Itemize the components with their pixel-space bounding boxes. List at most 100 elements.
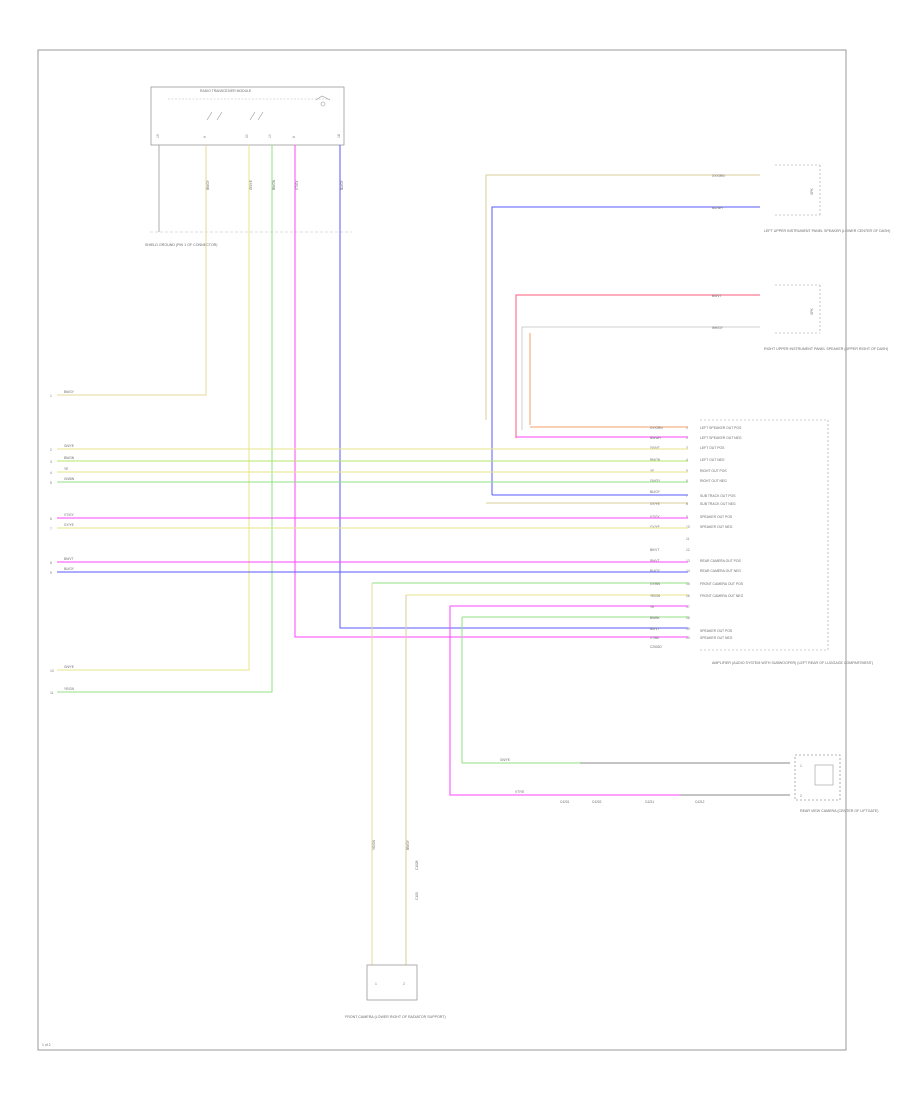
svg-text:19: 19 [686,627,690,631]
svg-text:GN/YE: GN/YE [249,180,253,190]
amp-pin-row: 11 [686,537,690,541]
svg-text:BN/GY: BN/GY [64,390,75,394]
svg-text:BN/GY: BN/GY [406,839,410,850]
radio-ground-label: SHIELD GROUND (PIN 1 OF CONNECTOR) [145,243,217,247]
svg-text:BN/VT: BN/VT [712,294,721,298]
svg-text:REAR CAMERA OUT POS: REAR CAMERA OUT POS [700,559,742,563]
svg-text:1: 1 [50,394,52,398]
amp-pin-row: YE 17 [450,605,690,609]
svg-text:4: 4 [686,458,688,462]
svg-text:12: 12 [686,548,690,552]
svg-text:14: 14 [686,569,690,573]
svg-text:BK/VT: BK/VT [650,548,659,552]
page-label: 1 of 2 [42,1043,51,1047]
left-bus [57,448,688,573]
svg-text:BN/GN: BN/GN [64,456,75,460]
svg-text:RIGHT OUT NEG: RIGHT OUT NEG [700,479,727,483]
left-upper-speaker: GY/ORN BU/WH SPK LEFT UPPER INSTRUMENT P… [485,164,890,495]
svg-text:3: 3 [50,460,52,464]
svg-text:7: 7 [50,527,52,531]
radio-wire-labels: BN/GY GN/YE BN/GN VT/GY BU/GY [206,179,344,190]
svg-text:YE: YE [650,469,654,473]
svg-text:BN/BK: BN/BK [650,616,660,620]
svg-text:BU/GY: BU/GY [64,567,75,571]
svg-text:7: 7 [686,494,688,498]
svg-text:18: 18 [337,134,341,138]
right-upper-speaker-label: RIGHT UPPER INSTRUMENT PANEL SPEAKER (UP… [764,347,888,351]
svg-text:8: 8 [292,136,296,138]
svg-text:8: 8 [50,561,52,565]
svg-text:VT/GY: VT/GY [64,513,74,517]
svg-text:GN/GY: GN/GY [650,479,661,483]
svg-text:SPK: SPK [810,187,814,195]
svg-text:C4212: C4212 [695,800,705,804]
svg-text:GN/YE: GN/YE [500,758,510,762]
svg-text:BN/VT: BN/VT [650,559,659,563]
svg-text:5: 5 [50,481,52,485]
rear-camera: 1 2 REAR VIEW CAMERA (CENTER OF LIFTGATE… [794,754,878,813]
svg-text:YE: YE [650,605,654,609]
svg-text:SUB TRACK OUT NEG: SUB TRACK OUT NEG [700,502,736,506]
svg-text:C100: C100 [415,892,419,900]
svg-text:2: 2 [686,436,688,440]
front-camera-label: FRONT CAMERA (LOWER RIGHT OF RADIATOR SU… [345,1015,446,1019]
svg-text:LEFT OUT NEG: LEFT OUT NEG [700,458,725,462]
svg-text:LEFT SPEAKER OUT NEG: LEFT SPEAKER OUT NEG [700,436,742,440]
svg-text:9: 9 [686,515,688,519]
svg-text:VT/GY: VT/GY [295,180,299,190]
svg-text:1: 1 [800,764,802,768]
svg-text:6: 6 [50,517,52,521]
rear-camera-wire-labels: GN/YE VT/YE C4201 C4202 C4211 C4212 [500,758,705,804]
svg-text:WH/GY: WH/GY [712,326,724,330]
amplifier: AMPLIFIER (AUDIO SYSTEM WITH SUBWOOFER) … [650,419,873,665]
svg-text:BN/GN: BN/GN [650,458,661,462]
svg-text:C4211: C4211 [645,800,654,804]
svg-text:BN/GY: BN/GY [206,179,210,190]
radio-transceiver: RADIO TRANSCEIVER MODULE 15 9 20 10 8 18 [150,86,345,146]
svg-text:20: 20 [686,636,690,640]
svg-text:FRONT CAMERA OUT POS: FRONT CAMERA OUT POS [700,582,744,586]
svg-text:C4201: C4201 [560,800,570,804]
left-upper-speaker-label: LEFT UPPER INSTRUMENT PANEL SPEAKER (LOW… [764,229,890,233]
radio-ground: SHIELD GROUND (PIN 1 OF CONNECTOR) [145,145,217,247]
svg-text:10: 10 [50,669,54,673]
amplifier-connector: C2502D [650,645,662,649]
svg-text:8: 8 [686,502,688,506]
amplifier-label: AMPLIFIER (AUDIO SYSTEM WITH SUBWOOFER) … [712,661,873,665]
svg-text:2: 2 [50,448,52,452]
svg-text:GY/BN: GY/BN [650,582,661,586]
svg-text:20: 20 [245,134,249,138]
svg-text:GY/YE: GY/YE [64,523,74,527]
svg-text:YE/GN: YE/GN [372,839,376,850]
front-camera-wire-labels: YE/GN BN/GY C1028 C100 [372,839,419,900]
svg-text:5: 5 [686,469,688,473]
svg-text:LEFT OUT POS: LEFT OUT POS [700,446,725,450]
svg-text:GN/YE: GN/YE [64,665,74,669]
svg-text:YE: YE [64,467,68,471]
svg-text:2: 2 [800,794,802,798]
svg-text:GY/ORN: GY/ORN [712,174,725,178]
svg-text:SUB TRACK OUT POS: SUB TRACK OUT POS [700,494,736,498]
svg-text:GN/BN: GN/BN [64,477,75,481]
svg-text:11: 11 [686,537,690,541]
svg-text:BU/GY: BU/GY [340,179,344,190]
svg-text:BN/GN: BN/GN [272,179,276,190]
svg-text:YE/GN: YE/GN [650,594,661,598]
svg-text:LEFT SPEAKER OUT POS: LEFT SPEAKER OUT POS [700,426,742,430]
svg-text:1: 1 [375,982,377,986]
svg-text:17: 17 [686,605,690,609]
svg-text:BU/GY: BU/GY [650,569,661,573]
svg-text:BN/WH: BN/WH [650,436,661,440]
svg-text:10: 10 [686,525,690,529]
svg-text:YE/GN: YE/GN [64,687,75,691]
